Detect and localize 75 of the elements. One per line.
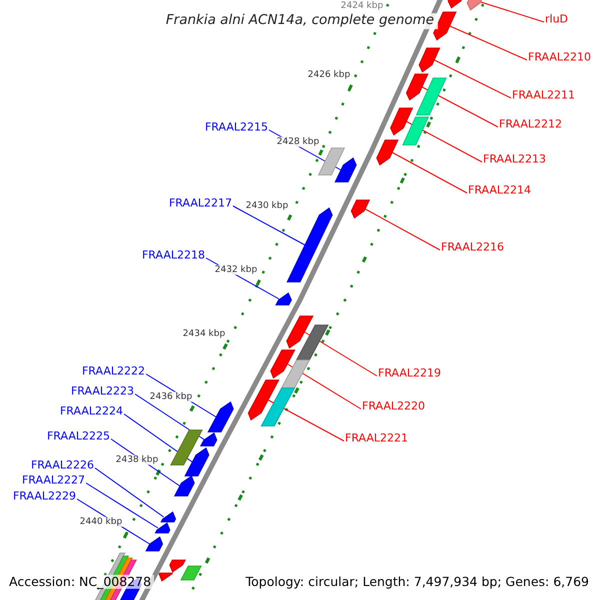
gene-feature [270, 350, 296, 379]
gene-block [296, 324, 329, 360]
leader-line [392, 152, 468, 194]
gene-feature [248, 380, 280, 421]
gene-feature [154, 522, 170, 534]
gene-label: FRAAL2223 [70, 386, 134, 398]
gene-label: FRAAL2227 [22, 474, 85, 488]
gene-block [180, 566, 202, 580]
leader-line [268, 400, 344, 442]
leader-line [286, 364, 362, 410]
leader-line [304, 332, 378, 376]
leader-line [86, 482, 158, 528]
leader-line [422, 86, 498, 128]
gene-block [318, 148, 346, 176]
accession-text: Accession: NC_008278 [6, 574, 154, 590]
scale-label: 2434 kbp [182, 328, 226, 340]
gene-label: rluD [545, 14, 568, 26]
gene-feature [350, 200, 370, 219]
gene-block [170, 430, 203, 466]
gene-feature [169, 560, 186, 573]
scale-label: 2428 kbp [276, 136, 320, 148]
gene-feature [207, 401, 234, 432]
gene-feature [286, 207, 333, 282]
gene-feature [200, 432, 218, 446]
gene-feature [466, 0, 485, 11]
scale-label: 2426 kbp [306, 70, 352, 80]
gene-label: FRAAL2210 [528, 52, 592, 64]
gene-label: FRAAL2211 [512, 90, 576, 102]
gene-feature [376, 140, 399, 166]
leader-line [480, 2, 544, 22]
leader-line [364, 208, 440, 250]
gene-feature [174, 475, 195, 496]
gene-feature [160, 511, 176, 522]
gene-label: FRAAL2213 [483, 154, 546, 166]
scale-label: 2432 kbp [214, 264, 258, 276]
scale-label: 2440 kbp [78, 516, 124, 528]
gene-label: FRAAL2218 [142, 250, 205, 262]
gene-label: FRAAL2216 [441, 242, 504, 254]
gene-block [402, 116, 430, 146]
gene-label: FRAAL2224 [60, 406, 123, 418]
leader-line [134, 394, 205, 440]
gene-label: FRAAL2229 [12, 490, 76, 504]
scale-label: 2436 kbp [148, 392, 194, 402]
gene-label: FRAAL2226 [30, 460, 94, 472]
gene-label: FRAAL2225 [46, 430, 110, 444]
gene-label: FRAAL2214 [468, 184, 532, 198]
gene-feature [286, 316, 314, 349]
gene-feature [406, 74, 429, 101]
gene-block [260, 388, 296, 426]
gene-feature [275, 292, 292, 306]
scale-label: 2430 kbp [244, 200, 290, 212]
scale-label: 2424 kbp [340, 0, 384, 12]
gene-feature [390, 108, 414, 136]
leader-line [232, 206, 306, 246]
leader-line [94, 468, 164, 518]
gene-feature [334, 157, 357, 182]
gene-feature [145, 536, 164, 552]
leader-line [434, 60, 512, 98]
gene-label: FRAAL2220 [362, 400, 426, 414]
gene-feature [418, 48, 440, 73]
gene-feature [184, 447, 210, 476]
gene-label: FRAAL2217 [168, 198, 232, 210]
gene-label: FRAAL2219 [378, 368, 442, 380]
gene-feature [158, 572, 174, 582]
gene-label: FRAAL2221 [345, 432, 408, 446]
leader-line [124, 414, 193, 462]
gene-label: FRAAL2212 [499, 118, 562, 132]
leader-line [449, 26, 528, 60]
gene-label: FRAAL2222 [82, 366, 145, 378]
leader-line [406, 121, 482, 162]
gene-block [280, 360, 310, 388]
gene-label: FRAAL2215 [204, 122, 268, 134]
gene-feature [433, 12, 457, 41]
gene-block [416, 78, 447, 116]
scale-label: 2438 kbp [114, 454, 160, 466]
